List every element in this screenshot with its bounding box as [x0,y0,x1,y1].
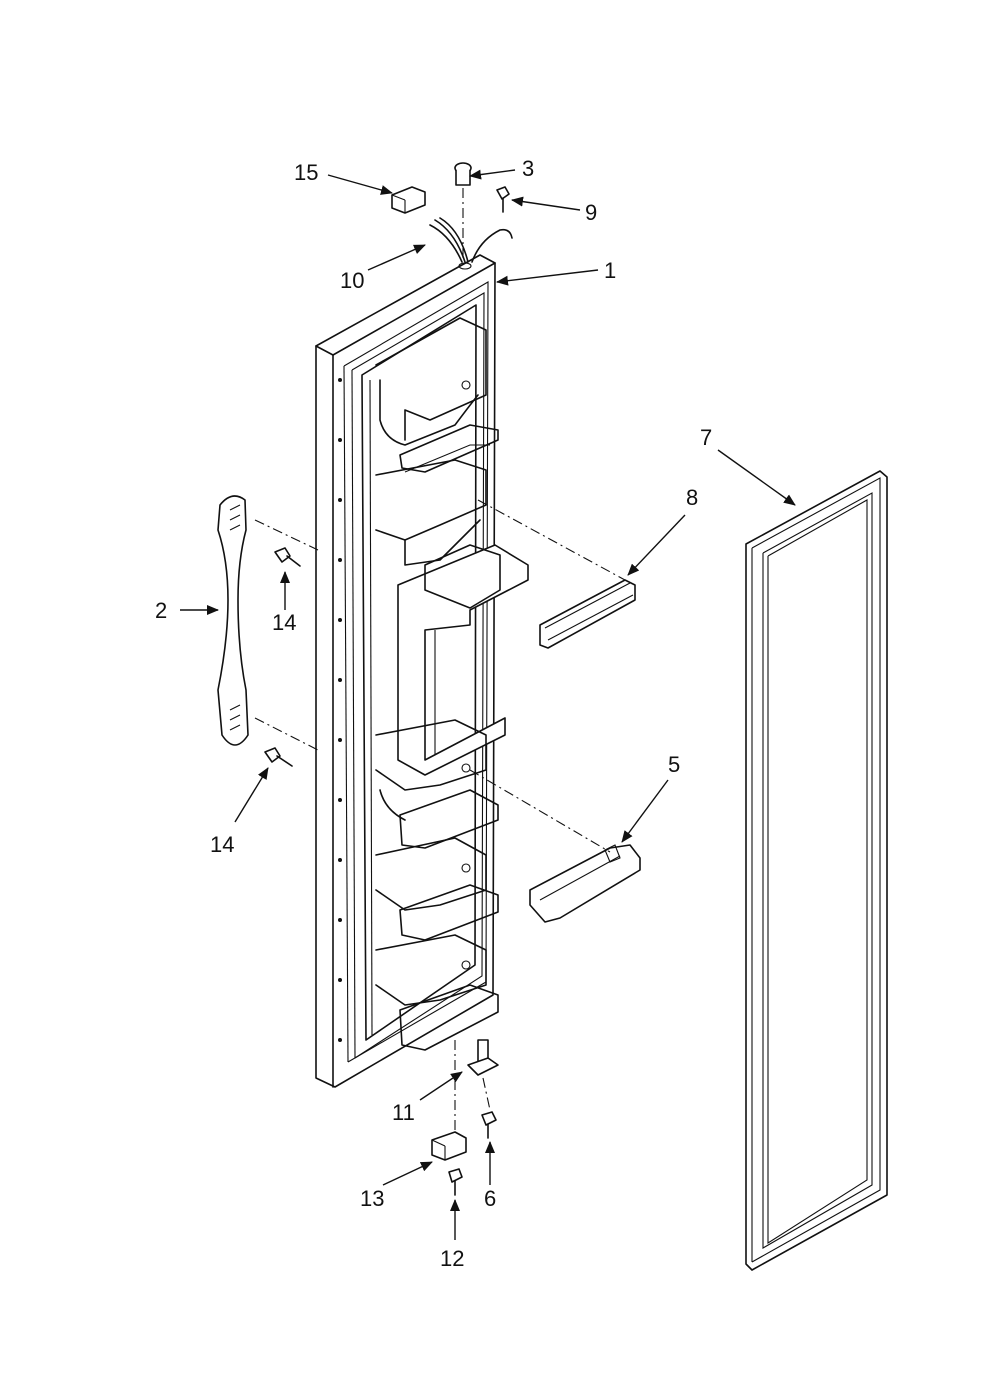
callout-11: 11 [392,1100,415,1125]
callout-3: 3 [522,156,534,181]
callout-2: 2 [155,598,167,623]
callout-5: 5 [668,752,680,777]
door-handle [217,495,249,746]
wire-harness [429,217,513,263]
callout-8: 8 [686,485,698,510]
wire-connector [391,186,426,214]
callout-15: 15 [294,160,318,185]
bracket-screw [448,1168,463,1196]
handle-screw-upper [274,547,301,567]
hinge-pin [467,1039,499,1076]
callout-13: 13 [360,1186,384,1211]
callout-10: 10 [340,268,364,293]
callout-7: 7 [700,425,712,450]
door-gasket [745,470,888,1271]
ground-screw [496,186,510,213]
flange-screw-holes [338,378,342,1042]
hinge-bracket [431,1131,467,1161]
dispenser-trim [539,579,636,649]
light-socket [454,162,472,186]
callout-6: 6 [484,1186,496,1211]
callout-14-lower: 14 [210,832,234,857]
callout-14-upper: 14 [272,610,296,635]
door-bin [529,844,641,923]
callout-labels: 15 3 9 10 1 7 8 2 14 5 14 11 13 6 12 [155,156,712,1271]
leader-lines [180,169,796,1240]
callout-12: 12 [440,1246,464,1271]
door-assembly [315,254,529,1088]
callout-1: 1 [604,258,616,283]
callout-9: 9 [585,200,597,225]
hinge-screw [481,1111,497,1139]
handle-screw-lower [264,747,293,767]
